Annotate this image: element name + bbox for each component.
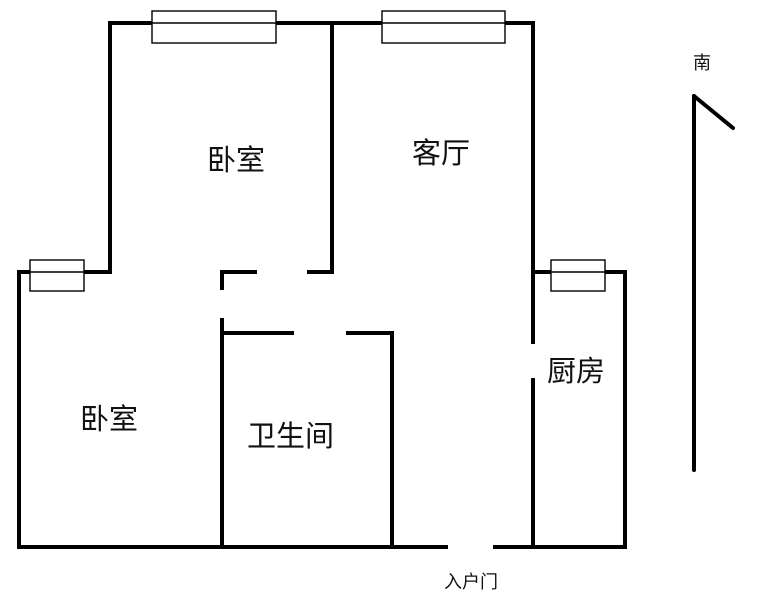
room-label-kitchen: 厨房 <box>547 354 606 388</box>
room-label-bedroom-north: 卧室 <box>207 143 266 177</box>
room-label-living-room: 客厅 <box>412 136 471 170</box>
compass-label: 南 <box>693 53 711 74</box>
window-bedroom-north <box>151 10 277 44</box>
window-kitchen <box>550 259 606 292</box>
window-bedroom-south <box>29 259 85 292</box>
room-label-bedroom-south: 卧室 <box>80 402 139 436</box>
window-living-room <box>381 10 506 44</box>
room-label-bathroom: 卫生间 <box>247 419 335 453</box>
entrance-door-label: 入户门 <box>444 572 498 593</box>
compass-arrow-icon <box>692 94 735 472</box>
